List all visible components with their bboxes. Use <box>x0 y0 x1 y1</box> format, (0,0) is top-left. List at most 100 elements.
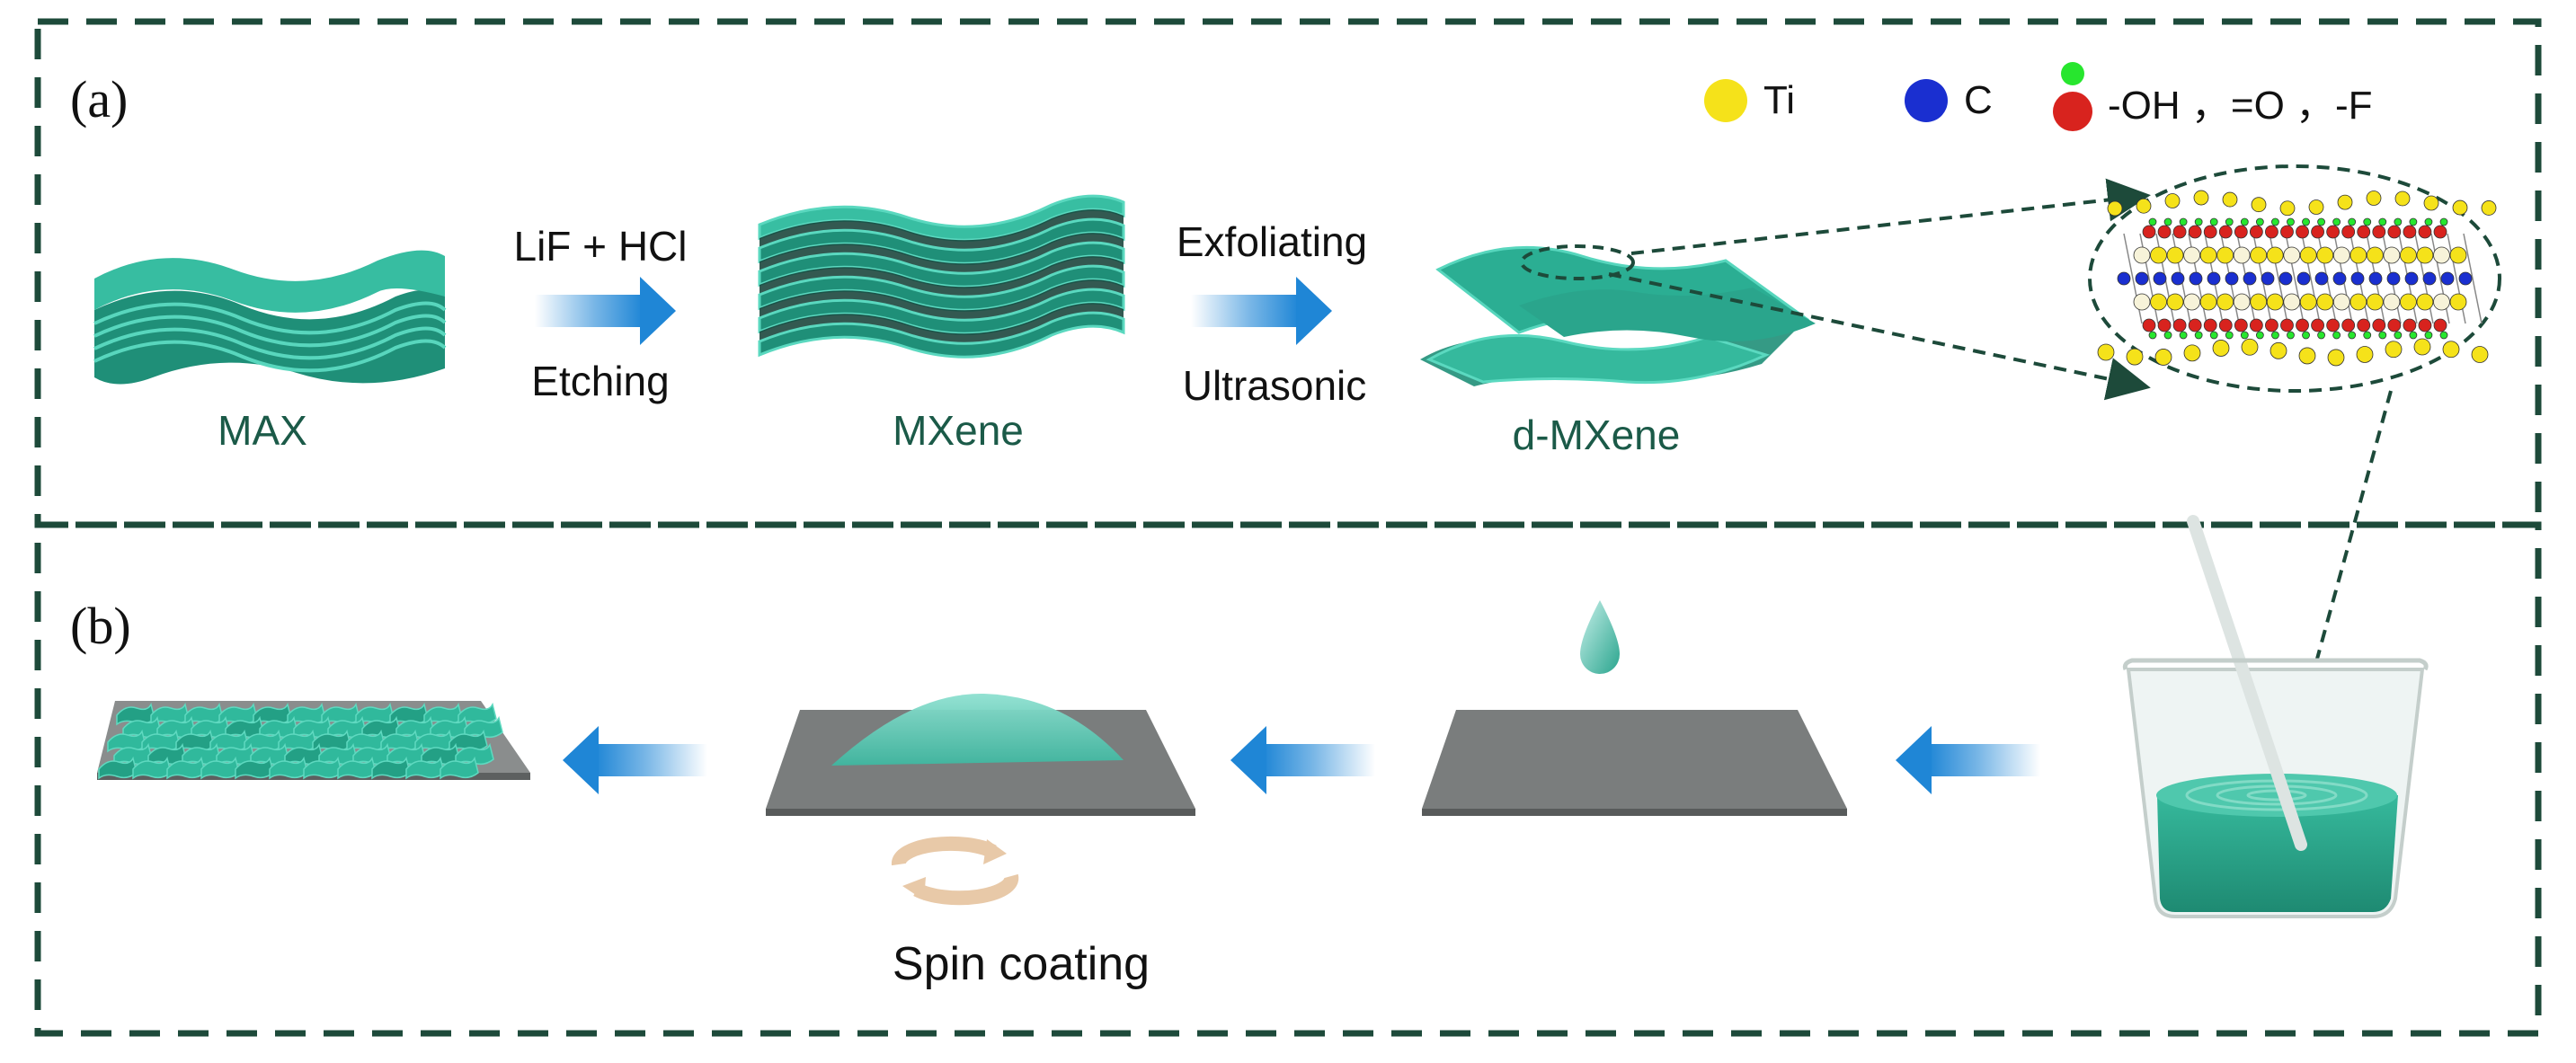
titanium-atom <box>2394 190 2411 207</box>
carbon-atom <box>2243 271 2257 286</box>
carbon-atom <box>2153 271 2167 286</box>
hydrogen-atom-icon <box>2061 62 2084 85</box>
oxygen-atom-icon <box>2053 92 2092 131</box>
titanium-atom <box>2400 293 2417 311</box>
hydrogen-atom <box>2271 217 2279 226</box>
titanium-atom <box>2233 293 2251 311</box>
titanium-atom <box>2299 293 2317 311</box>
carbon-atom <box>2332 271 2347 286</box>
carbon-atom <box>2458 271 2473 286</box>
oxygen-atom <box>2280 225 2294 239</box>
hydrogen-atom <box>2271 331 2279 340</box>
carbon-atom <box>2314 271 2329 286</box>
hydrogen-atom <box>2409 217 2418 226</box>
mxene-sheet-gap <box>759 303 1124 349</box>
zoom-line-bottom <box>1608 272 2151 401</box>
oxygen-atom <box>2218 318 2233 332</box>
hydrogen-atom <box>2302 217 2310 226</box>
titanium-atom <box>2308 199 2324 215</box>
oxygen-atom <box>2203 225 2217 239</box>
hydrogen-atom <box>2439 331 2448 340</box>
titanium-atom <box>2449 293 2467 311</box>
titanium-atom <box>2199 293 2217 311</box>
oxygen-atom <box>2387 318 2402 332</box>
mxene-flake <box>440 756 479 780</box>
titanium-atom <box>2283 293 2301 311</box>
titanium-atom <box>2164 193 2181 208</box>
titanium-atom <box>2442 341 2460 359</box>
hydrogen-atom <box>2179 331 2188 340</box>
hydrogen-atom <box>2394 217 2403 226</box>
oxygen-atom <box>2265 225 2278 239</box>
hydrogen-atom <box>2378 217 2387 226</box>
oxygen-atom <box>2418 225 2432 239</box>
oxygen-atom <box>2433 318 2447 332</box>
carbon-atom <box>2440 271 2455 286</box>
carbon-atom <box>2404 271 2419 286</box>
titanium-atom <box>2136 198 2152 214</box>
hydrogen-atom <box>2163 331 2172 340</box>
hydrogen-atom <box>2148 217 2157 226</box>
titanium-atom <box>2216 246 2234 264</box>
stage-d-mxene-label: d-MXene <box>1513 412 1681 458</box>
titanium-atom <box>2327 349 2345 367</box>
titanium-atom <box>2097 343 2115 361</box>
titanium-atom <box>2299 246 2317 264</box>
hydrogen-atom <box>2194 217 2203 226</box>
hydrogen-atom <box>2317 331 2325 340</box>
titanium-atom <box>2383 246 2401 264</box>
hydrogen-atom <box>2225 217 2234 226</box>
oxygen-atom <box>2357 318 2371 332</box>
titanium-atom <box>2332 246 2350 264</box>
stage-max-label: MAX <box>218 407 307 454</box>
hydrogen-atom <box>2394 331 2403 340</box>
titanium-atom <box>2212 340 2230 357</box>
carbon-atom <box>2296 271 2311 286</box>
hydrogen-atom <box>2409 331 2418 340</box>
oxygen-atom <box>2157 225 2172 239</box>
carbon-atom <box>2135 271 2149 286</box>
max-layered-stack <box>93 250 447 385</box>
titanium-atom <box>2298 347 2316 365</box>
hydrogen-atom <box>2255 331 2264 340</box>
hydrogen-atom <box>2148 331 2157 340</box>
oxygen-atom <box>2296 318 2309 332</box>
mxene-multilayer-icon <box>758 194 1125 359</box>
titanium-atom <box>2332 293 2350 311</box>
hydrogen-atom <box>2287 331 2295 340</box>
stage-mxene-label: MXene <box>893 407 1024 454</box>
mxene-sheet-gap <box>759 256 1124 302</box>
hydrogen-atom <box>2332 331 2341 340</box>
hydrogen-atom <box>2255 217 2264 226</box>
hydrogen-atom <box>2194 331 2203 340</box>
titanium-atom <box>2413 338 2431 356</box>
legend-c-label: C <box>1964 78 1993 122</box>
oxygen-atom <box>2280 318 2294 332</box>
titanium-atom <box>2471 346 2489 363</box>
oxygen-atom <box>2326 318 2341 332</box>
oxygen-atom <box>2372 225 2386 239</box>
titanium-atom <box>2154 349 2172 366</box>
panel-a-frame <box>34 18 2542 528</box>
oxygen-atom <box>2234 225 2248 239</box>
titanium-atom <box>2349 246 2367 264</box>
oxygen-atom <box>2387 225 2402 239</box>
hydrogen-atom <box>2209 331 2218 340</box>
lattice-bond <box>2463 233 2483 324</box>
carbon-atom <box>2278 271 2293 286</box>
carbon-atom <box>2422 271 2437 286</box>
oxygen-atom <box>2249 318 2263 332</box>
panel-b-label: (b) <box>70 597 131 655</box>
spin-coating-substrate-icon <box>766 693 1195 816</box>
titanium-atom <box>2349 293 2367 311</box>
oxygen-atom <box>2403 318 2417 332</box>
oxygen-atom <box>2142 318 2156 332</box>
oxygen-atom <box>2265 318 2278 332</box>
arrow-to-spin-coating-icon <box>1230 726 1375 794</box>
titanium-atom <box>2433 246 2450 264</box>
mxene-sheet <box>758 311 1125 359</box>
titanium-atom <box>2133 293 2151 311</box>
hydrogen-atom <box>2302 331 2310 340</box>
titanium-atom <box>2283 246 2301 264</box>
